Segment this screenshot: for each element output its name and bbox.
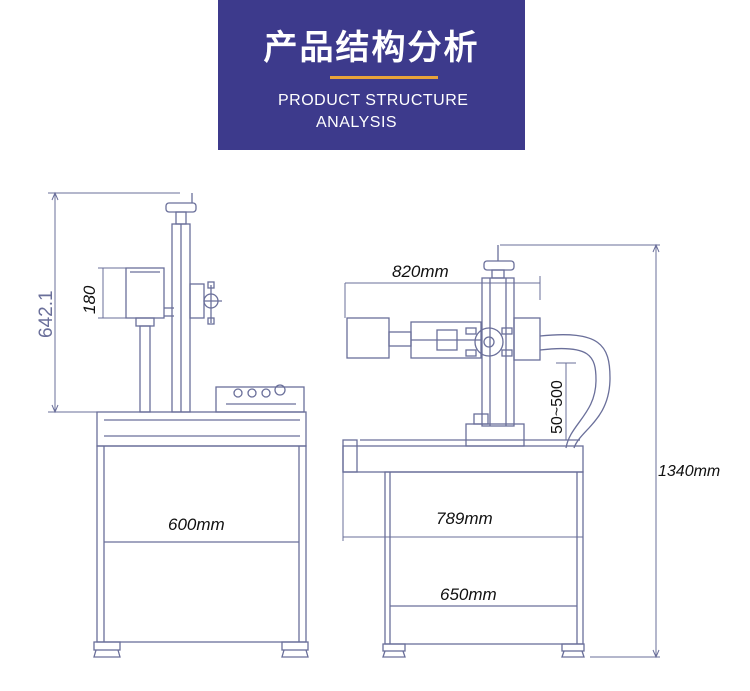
title-banner: 产品结构分析 PRODUCT STRUCTURE ANALYSIS (218, 0, 525, 150)
dim-left-width: 600mm (168, 515, 225, 534)
dim-total-height: 1340mm (658, 463, 720, 480)
dim-outer-width: 789mm (436, 509, 493, 528)
dim-inner-width: 650mm (440, 585, 497, 604)
title-divider (330, 76, 438, 79)
dim-left-head: 180 (80, 285, 99, 314)
title-english-line2: ANALYSIS (316, 114, 398, 131)
dim-arm-length: 820mm (392, 262, 449, 281)
side-view (342, 243, 660, 659)
dim-left-height: 642.1 (36, 290, 57, 338)
dim-lift-range: 50~500 (549, 380, 566, 434)
title-chinese: 产品结构分析 (263, 28, 480, 68)
title-english-line1: PRODUCT STRUCTURE (278, 92, 469, 109)
front-view (48, 191, 309, 658)
